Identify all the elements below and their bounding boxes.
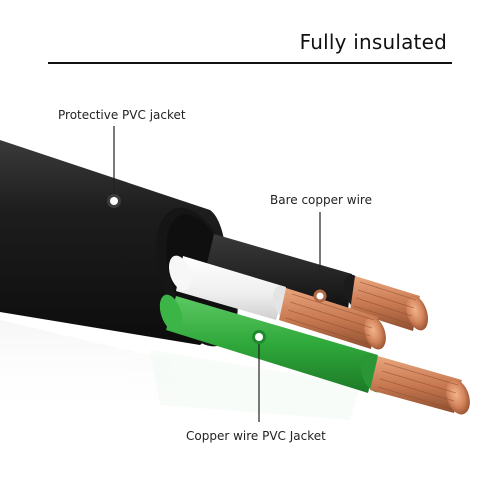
label-protective-pvc-jacket: Protective PVC jacket [58,108,186,122]
white-wire [168,255,386,350]
headline-divider [48,62,452,64]
label-bare-copper-wire: Bare copper wire [270,193,372,207]
black-wire [205,234,429,331]
callout-copper-pvc [252,330,266,422]
label-copper-wire-pvc-jacket: Copper wire PVC Jacket [186,429,326,443]
green-wire [159,294,470,415]
floor-reflection [0,320,360,420]
headline: Fully insulated [299,30,447,54]
callout-jacket [107,126,121,208]
callout-bare-copper [313,212,327,303]
